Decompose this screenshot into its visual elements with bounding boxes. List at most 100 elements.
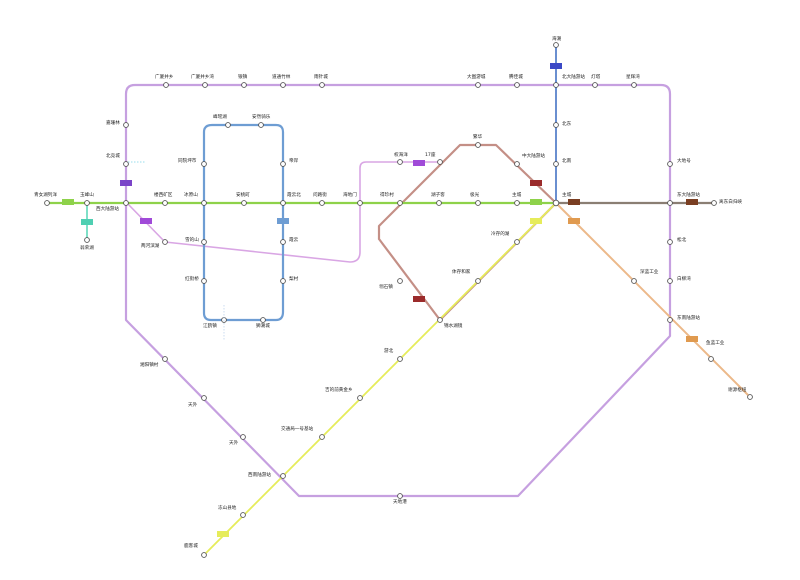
station-huixu[interactable]: 体存和家 — [452, 268, 481, 284]
station-haihang[interactable]: 湘阳镇村 — [140, 356, 168, 368]
station-tiefu[interactable]: 冷存的湖 — [491, 230, 520, 245]
station-qiaojing[interactable]: 松北 — [667, 236, 687, 245]
station-hezhuan[interactable]: 深蓝工业 — [631, 268, 659, 284]
station-dahuang[interactable]: 大地号 — [667, 157, 692, 167]
station-yunjing[interactable]: 北竞城 — [106, 152, 129, 167]
svg-text:梨村: 梨村 — [289, 275, 299, 282]
svg-text:同院坪市: 同院坪市 — [178, 157, 197, 164]
station-beinan[interactable]: 北南 — [553, 157, 572, 167]
svg-text:得珍村: 得珍村 — [380, 191, 394, 198]
station-jinghua[interactable]: 楼西矿区 — [154, 191, 173, 206]
station-yinzhen[interactable]: 银镇 — [238, 73, 248, 88]
svg-text:青女湖列洋: 青女湖列洋 — [34, 191, 57, 198]
station-jiaoyu[interactable]: 交通局一号基站 — [281, 425, 325, 440]
svg-text:天外: 天外 — [229, 439, 239, 446]
station-zhucheng[interactable]: 主城 — [512, 191, 522, 206]
station-haichao[interactable]: 海潮 — [552, 35, 562, 48]
svg-text:西南陆游站: 西南陆游站 — [248, 471, 271, 478]
station-haishen[interactable]: 海地门 — [343, 191, 363, 206]
line-ring-brown — [377, 143, 558, 322]
station-fengmao[interactable]: 帝岸 — [280, 157, 299, 167]
station-xiehe[interactable]: 霞云北 — [280, 191, 302, 206]
station-donghai[interactable]: 东南陆游站 — [667, 314, 701, 323]
station-yanwen[interactable]: 安然骑乐 — [252, 113, 271, 128]
station-songjiang[interactable]: 梨村 — [280, 275, 299, 284]
svg-text:天地港: 天地港 — [393, 498, 407, 505]
svg-text:雪的山: 雪的山 — [185, 236, 199, 243]
station-qingxin[interactable]: 青女湖列洋 — [34, 191, 57, 206]
svg-text:帝岸: 帝岸 — [289, 157, 299, 164]
station-fanhua[interactable]: 繁华 — [473, 133, 483, 148]
svg-text:翁荣湖: 翁荣湖 — [80, 244, 94, 251]
station-zhongda[interactable]: 中大陆游站 — [514, 152, 546, 167]
station-guangxia-s[interactable]: 广厦井乡湾 — [191, 73, 214, 88]
lines-layer — [45, 44, 751, 556]
svg-text:玉峰山: 玉峰山 — [80, 191, 94, 198]
station-dagang[interactable]: 吉的前黄金乡 — [325, 386, 363, 401]
station-moyang[interactable]: 得珍村 — [380, 191, 403, 206]
line-diagonal — [203, 202, 557, 556]
svg-text:大图游城: 大图游城 — [467, 73, 486, 80]
station-pingxi[interactable]: 问路街 — [313, 191, 327, 206]
station-qianmen[interactable]: 离东白归峡 — [711, 198, 743, 206]
station-xingyu[interactable]: 星辉湾 — [626, 73, 640, 88]
station-bingjing[interactable]: 冰原山 — [184, 191, 207, 206]
station-xiangyu[interactable]: 鹿客城 — [184, 542, 207, 558]
station-linghua[interactable]: 白柳湾 — [667, 275, 692, 284]
station-nanling[interactable]: 天外 — [229, 434, 246, 446]
svg-text:白柳湾: 白柳湾 — [677, 275, 691, 282]
badge-donghai — [686, 336, 698, 342]
station-guanyang[interactable]: 冻山县地 — [218, 504, 246, 518]
svg-text:松北: 松北 — [677, 236, 687, 243]
station-xiangtai[interactable]: 鱼蓝工业 — [706, 339, 725, 362]
station-nanjiang[interactable]: 游北 — [384, 347, 403, 362]
station-jinjing[interactable]: 锦水湖镜 — [437, 317, 463, 329]
svg-text:湘阳镇村: 湘阳镇村 — [140, 361, 159, 368]
station-shouji[interactable]: 两河滨湖 — [141, 239, 168, 249]
station-qiaoyu[interactable]: 峰瑶湖 — [213, 113, 231, 128]
station-anqiao[interactable]: 安桃町 — [236, 191, 250, 206]
station-dongda[interactable]: 东大陆游站 — [667, 191, 701, 206]
stations-layer: 海潮 广厦井乡 广厦井乡湾 银镇 道通竹林 雨针城 大图游城 腾佳城 北大陆游站… — [34, 35, 753, 558]
badge-west — [62, 199, 74, 205]
svg-text:腾佳城: 腾佳城 — [509, 73, 523, 80]
station-lingshang[interactable]: 翎石镇 — [379, 278, 403, 290]
station-xinan[interactable]: 西南陆游站 — [248, 471, 286, 479]
svg-text:天外: 天外 — [188, 401, 198, 408]
badge-jinghua — [140, 218, 152, 224]
svg-text:繁华: 繁华 — [473, 133, 483, 140]
station-xiaolin[interactable]: 嘉珊林 — [106, 119, 129, 128]
station-tianshan[interactable]: 天外 — [188, 395, 207, 408]
station-dongdi[interactable]: 大图游城 — [467, 73, 486, 88]
station-main-hub[interactable]: 主城 — [552, 191, 572, 207]
svg-text:海潮: 海潮 — [552, 35, 562, 42]
badge-zhongda — [530, 180, 542, 186]
svg-text:主城: 主城 — [512, 191, 522, 198]
station-xiyun[interactable]: 霞云 — [280, 237, 299, 245]
svg-text:17座: 17座 — [425, 151, 436, 158]
station-tiancheng[interactable]: 雨针城 — [314, 73, 328, 88]
station-beida[interactable]: 北大陆游站 — [553, 73, 586, 88]
station-dengqiao[interactable]: 灯塔 — [591, 73, 601, 88]
svg-text:安然骑乐: 安然骑乐 — [252, 113, 271, 120]
station-jiyuan[interactable]: 极光 — [470, 191, 481, 206]
station-jiuzhou[interactable]: 北东 — [553, 120, 572, 128]
station-luohai[interactable]: 狮潮城 — [256, 317, 270, 329]
svg-text:星辉湾: 星辉湾 — [626, 73, 640, 80]
station-taiyang[interactable]: 天地港 — [393, 493, 407, 505]
station-guangxia-n[interactable]: 广厦井乡 — [155, 73, 174, 88]
station-qinghu[interactable]: 腾佳城 — [509, 73, 523, 88]
station-xida[interactable]: 西大陆游站 — [96, 200, 129, 212]
station-chuzi[interactable]: 湖子客 — [431, 191, 445, 206]
station-chuanji[interactable]: 同院坪市 — [178, 157, 207, 167]
svg-text:红街桥: 红街桥 — [185, 275, 199, 282]
station-shanshi[interactable]: 雪的山 — [185, 236, 207, 245]
station-yuhu[interactable]: 玉峰山 — [80, 191, 94, 206]
station-houzi[interactable]: 谢源枢纽 — [728, 386, 753, 400]
station-mutian[interactable]: 红街桥 — [185, 275, 207, 284]
svg-text:冷存的湖: 冷存的湖 — [491, 230, 510, 237]
station-qiaodong[interactable]: 权海洋 — [394, 151, 408, 165]
station-tongshi[interactable]: 道通竹林 — [272, 73, 291, 88]
station-dongtai[interactable]: 17座 — [425, 151, 443, 165]
station-yuyu[interactable]: 翁荣湖 — [80, 237, 94, 251]
